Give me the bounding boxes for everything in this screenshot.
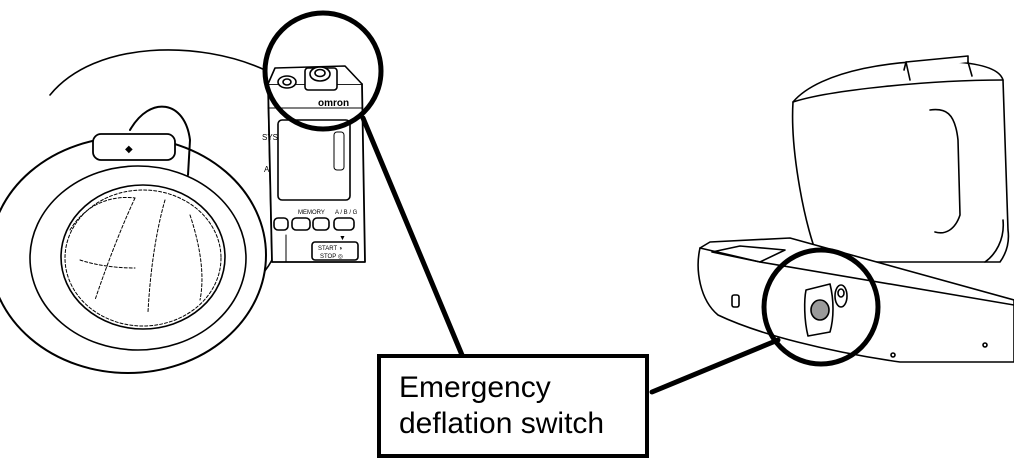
svg-text:STOP ◎: STOP ◎	[320, 254, 343, 260]
cuff-fold-3	[147, 199, 166, 313]
deflation-switch-button	[810, 299, 830, 321]
top-knob	[309, 66, 331, 82]
top-knob-inner	[314, 68, 326, 78]
svg-text:◆: ◆	[125, 144, 133, 155]
callout-label: Emergency deflation switch	[399, 370, 604, 442]
display-indicator	[333, 131, 345, 171]
cuff-inner-ring-2	[60, 184, 226, 330]
cuff-fold-5	[79, 259, 136, 269]
cuff-handle	[92, 133, 176, 161]
cuff-dashed-ring	[64, 189, 222, 327]
cuff-inner-ring	[29, 165, 247, 351]
svg-text:▼: ▼	[339, 235, 346, 242]
side-port	[731, 294, 740, 308]
base-recess	[711, 245, 786, 263]
button-3	[312, 217, 330, 231]
base-top-clip	[903, 55, 969, 71]
cuff-fold-4	[189, 214, 203, 301]
top-button-left-inner	[282, 78, 292, 86]
svg-text:SYS: SYS	[262, 133, 278, 142]
left-device: ◆ omron SYS A MEMORY A / B / G	[0, 49, 366, 374]
base-back-housing	[791, 60, 1010, 263]
svg-text:A / B / G: A / B / G	[335, 210, 358, 216]
highlight-circle-right	[761, 247, 881, 367]
top-button-left	[277, 75, 297, 89]
cuff-fold-2	[94, 197, 136, 301]
right-device	[697, 55, 1014, 363]
leader-line-left	[360, 115, 465, 358]
base-back-slot	[929, 108, 961, 234]
highlight-circle-left	[262, 10, 384, 132]
svg-text:A: A	[264, 165, 270, 174]
start-stop-button	[311, 241, 359, 261]
callout-line-1: Emergency	[399, 371, 551, 404]
cuff-outer-ring	[0, 136, 267, 374]
brand-logo: omron	[318, 98, 349, 109]
callout-label-box: Emergency deflation switch	[377, 354, 649, 458]
memory-button	[291, 217, 311, 231]
callout-line-2: deflation switch	[399, 407, 605, 440]
cuff-fold-1	[69, 196, 136, 231]
svg-text:START ◑: START ◑	[318, 246, 343, 252]
cuff-arm-slot	[129, 105, 191, 176]
user-button	[333, 217, 355, 231]
lcd-display	[277, 119, 351, 201]
base-top-rim	[792, 79, 1004, 103]
leader-line-right	[649, 337, 781, 395]
svg-text:MEMORY: MEMORY	[298, 210, 325, 216]
button-1	[273, 217, 289, 231]
switch-jack-inner	[837, 288, 845, 298]
